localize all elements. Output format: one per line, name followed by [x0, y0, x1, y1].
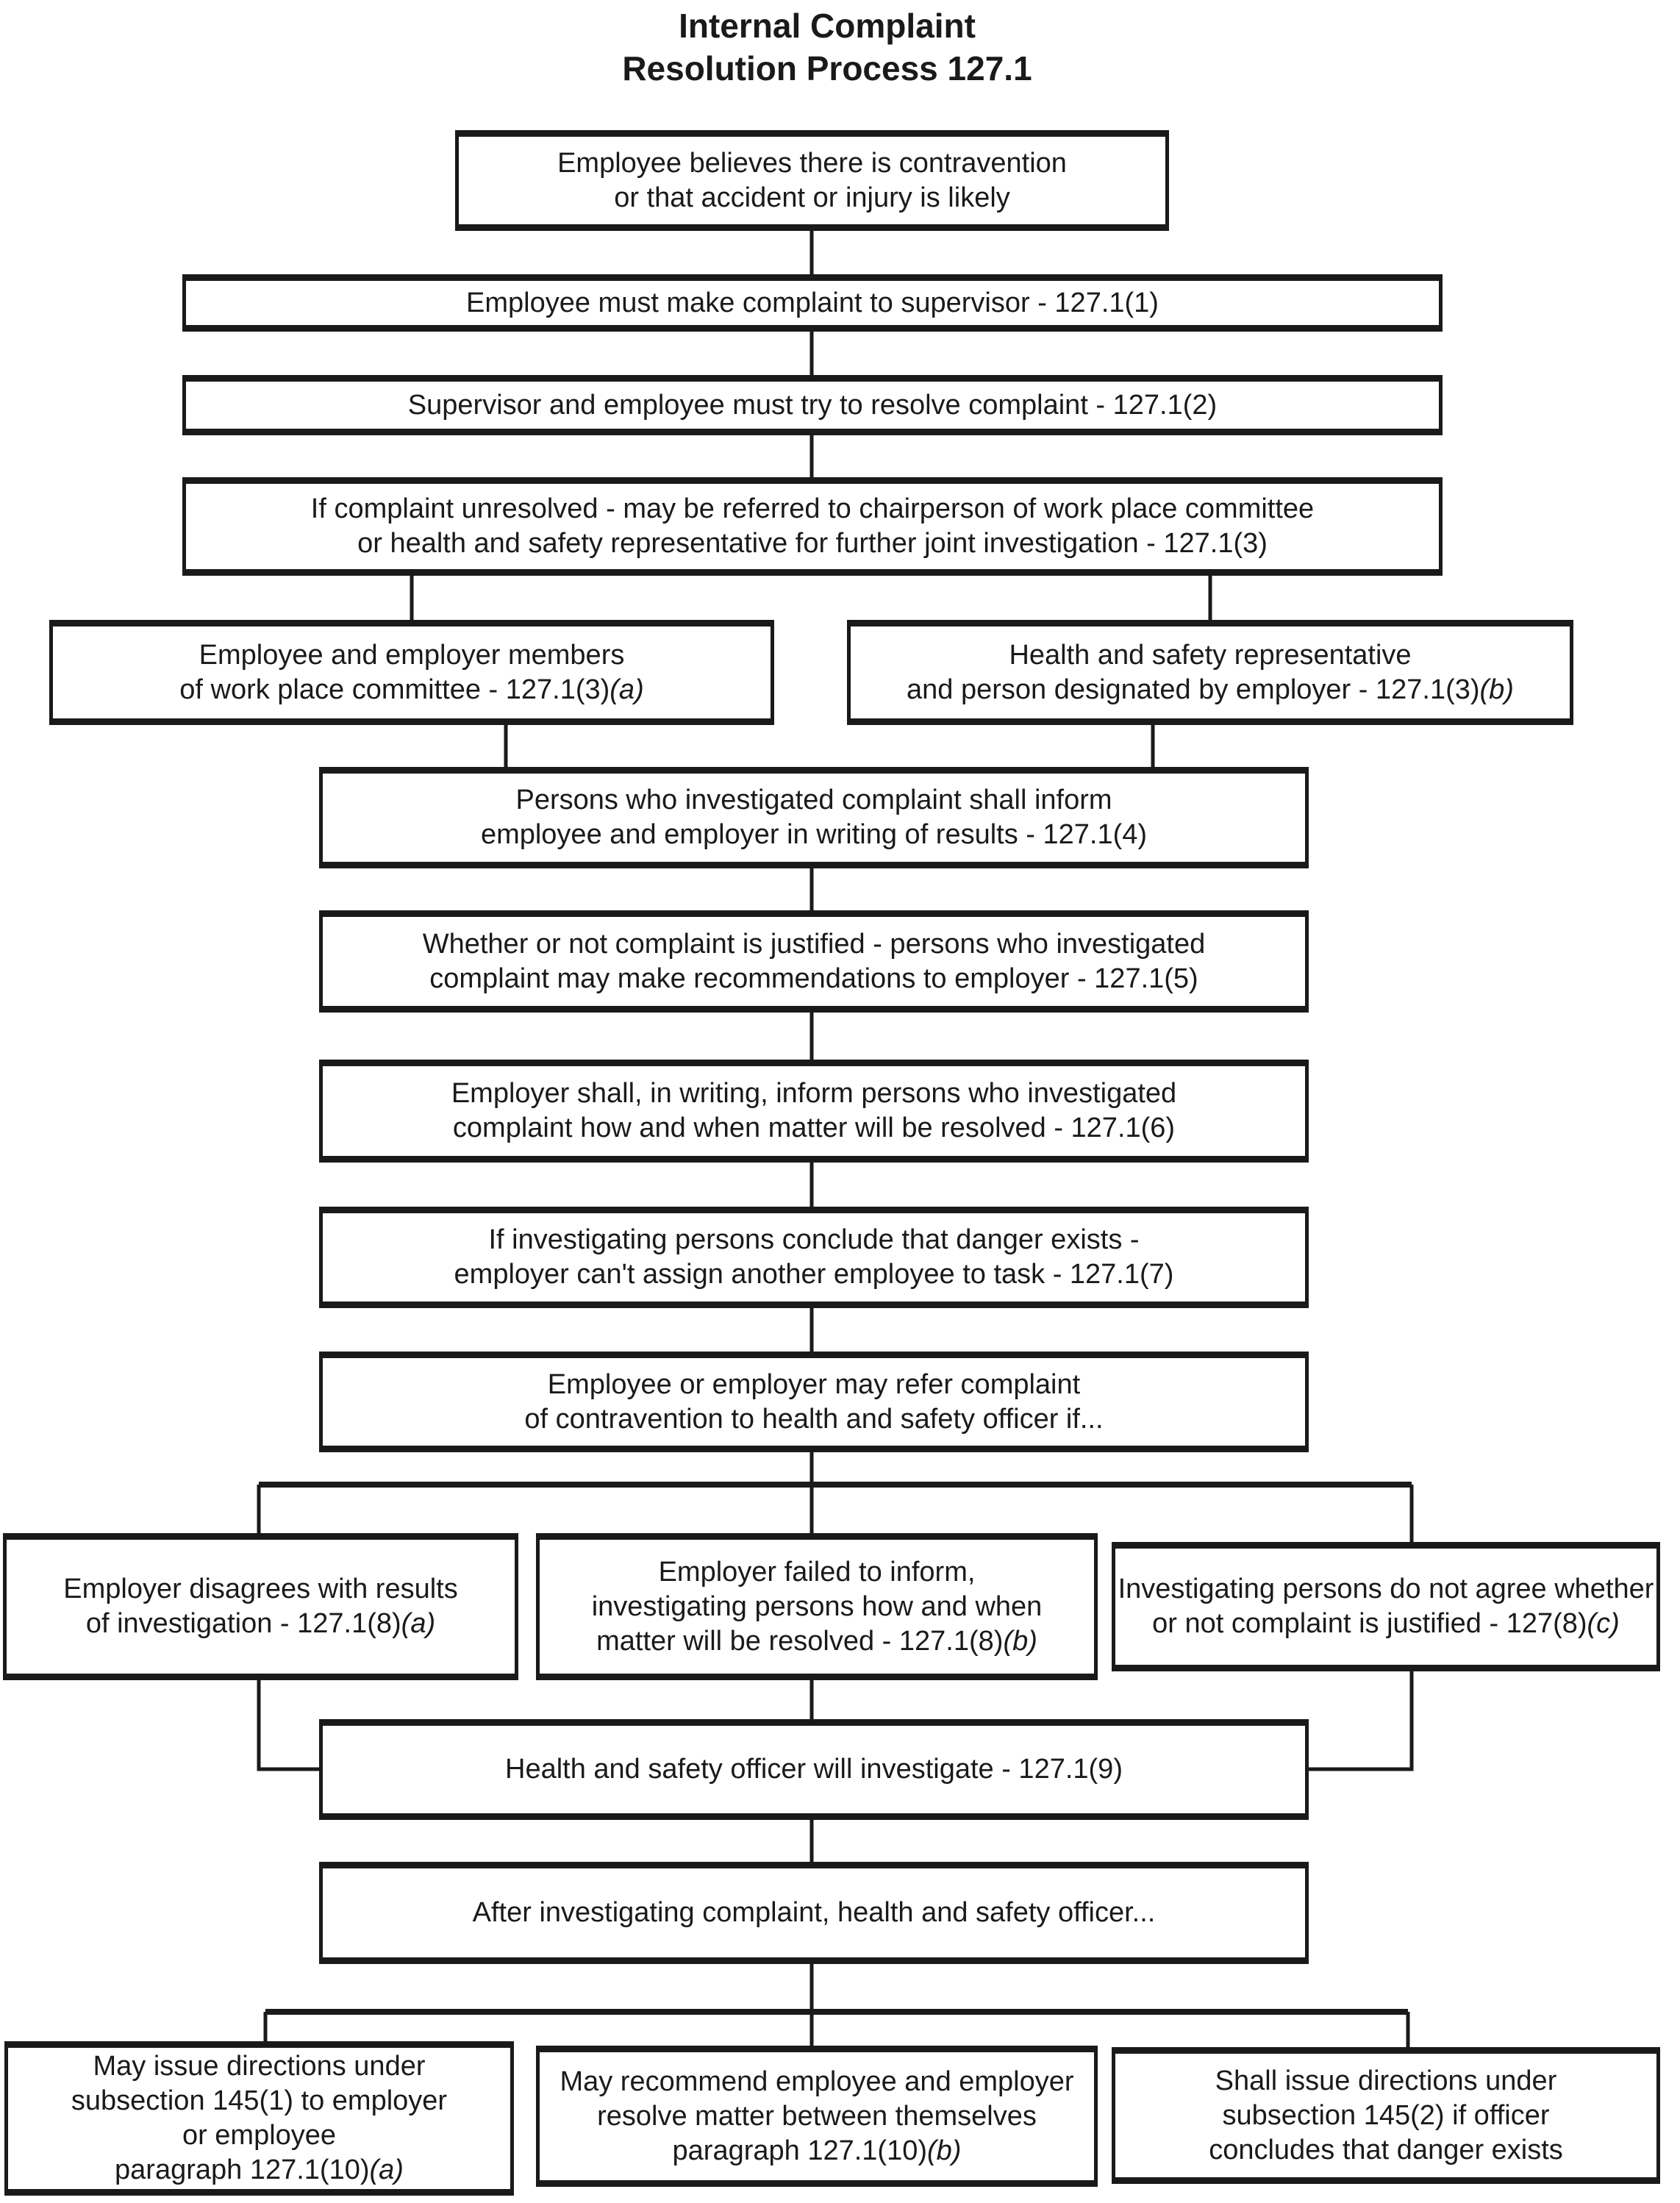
diagram-title: Internal Complaint Resolution Process 12… — [0, 4, 1654, 90]
flow-node-text-line: Employer disagrees with results — [63, 1574, 458, 1604]
flow-node-employer-informs: Employer shall, in writing, inform perso… — [319, 1060, 1309, 1163]
flow-node-complaint-to-supervisor: Employee must make complaint to supervis… — [182, 274, 1443, 332]
statute-letter-italic: (b) — [1479, 674, 1514, 705]
flow-node-text-line: or not complaint is justified - 127(8)(c… — [1152, 1608, 1620, 1639]
flow-node-refer-to-chairperson: If complaint unresolved - may be referre… — [182, 477, 1443, 576]
flow-node-employee-believes: Employee believes there is contravention… — [455, 130, 1169, 231]
flow-node-text-line: May issue directions under — [93, 2051, 426, 2082]
statute-letter-italic: (a) — [401, 1608, 436, 1639]
flow-node-refer-to-officer: Employee or employer may refer complaint… — [319, 1352, 1309, 1452]
flow-node-inform-of-results: Persons who investigated complaint shall… — [319, 767, 1309, 868]
flow-node-text-line: or that accident or injury is likely — [614, 182, 1010, 213]
flow-node-employer-failed-inform: Employer failed to inform,investigating … — [536, 1533, 1098, 1680]
flow-node-text-line: employee and employer in writing of resu… — [480, 819, 1148, 850]
flow-node-try-to-resolve: Supervisor and employee must try to reso… — [182, 375, 1443, 435]
flow-node-text-line: concludes that danger exists — [1209, 2134, 1563, 2165]
statute-letter-italic: (a) — [610, 674, 644, 705]
flow-node-text-line: investigating persons how and when — [591, 1590, 1043, 1622]
flow-node-text-line: May recommend employee and employer — [560, 2065, 1074, 2097]
flow-node-text-line: paragraph 127.1(10)(b) — [672, 2135, 962, 2166]
flow-node-recommendations: Whether or not complaint is justified - … — [319, 910, 1309, 1013]
flow-node-text-line: of investigation - 127.1(8)(a) — [85, 1608, 436, 1639]
flow-node-text-line: Employee believes there is contravention — [557, 147, 1067, 179]
flow-node-text-line: After investigating complaint, health an… — [472, 1897, 1156, 1928]
statute-letter-italic: (b) — [927, 2135, 962, 2166]
flow-node-text-line: or employee — [182, 2120, 337, 2151]
diagram-title-line2: Resolution Process 127.1 — [622, 49, 1032, 88]
flow-node-text-line: Persons who investigated complaint shall… — [515, 785, 1112, 815]
flow-node-text-line: complaint how and when matter will be re… — [452, 1113, 1176, 1143]
flow-node-text-line: of contravention to health and safety of… — [524, 1403, 1104, 1435]
flow-node-after-investigating: After investigating complaint, health an… — [319, 1862, 1309, 1964]
flow-node-employer-disagrees: Employer disagrees with results of invest… — [3, 1533, 518, 1680]
flow-node-persons-disagree: Investigating persons do not agree wheth… — [1112, 1542, 1660, 1671]
flow-node-text-line: Employee and employer members — [199, 639, 625, 671]
flow-node-text-line: of work place committee - 127.1(3)(a) — [179, 674, 644, 705]
flow-connector-line — [257, 1680, 319, 1771]
flow-node-text-line: and person designated by employer - 127.… — [907, 674, 1514, 705]
flow-node-text-line: paragraph 127.1(10)(a) — [115, 2154, 404, 2185]
flow-node-text-line: Employer shall, in writing, inform perso… — [451, 1078, 1177, 1109]
flow-node-text-line: Health and safety representative — [1009, 639, 1412, 671]
flow-node-text-line: Health and safety officer will investiga… — [505, 1754, 1123, 1785]
flow-node-text-line: subsection 145(1) to employer — [71, 2085, 448, 2116]
flow-node-officer-investigates: Health and safety officer will investiga… — [319, 1719, 1309, 1820]
statute-letter-italic: (c) — [1587, 1608, 1620, 1639]
flow-node-text-line: Employer failed to inform, — [658, 1556, 976, 1588]
diagram-title-line1: Internal Complaint — [679, 7, 976, 45]
flow-node-text-line: Investigating persons do not agree wheth… — [1118, 1574, 1654, 1604]
flow-node-text-line: subsection 145(2) if officer — [1222, 2099, 1550, 2131]
flow-node-text-line: matter will be resolved - 127.1(8)(b) — [596, 1625, 1037, 1657]
flow-node-text-line: resolve matter between themselves — [597, 2100, 1037, 2132]
flow-node-text-line: complaint may make recommendations to em… — [429, 963, 1198, 994]
flow-node-text-line: If complaint unresolved - may be referre… — [310, 493, 1315, 524]
flow-connector-line — [1309, 1671, 1414, 1771]
flow-node-text-line: Employee or employer may refer complaint — [547, 1368, 1081, 1400]
flow-node-text-line: Supervisor and employee must try to reso… — [407, 389, 1218, 421]
flow-node-text-line: Whether or not complaint is justified - … — [422, 928, 1206, 960]
flow-node-danger-exists: If investigating persons conclude that d… — [319, 1207, 1309, 1308]
statute-letter-italic: (a) — [369, 2154, 404, 2185]
flow-node-text-line: If investigating persons conclude that d… — [488, 1224, 1140, 1255]
flow-node-text-line: employer can't assign another employee t… — [454, 1259, 1174, 1290]
flow-node-text-line: Employee must make complaint to supervis… — [466, 287, 1159, 318]
statute-letter-italic: (b) — [1003, 1625, 1037, 1657]
flow-node-text-line: Shall issue directions under — [1215, 2065, 1557, 2096]
flow-node-text-line: or health and safety representative for … — [357, 528, 1268, 559]
